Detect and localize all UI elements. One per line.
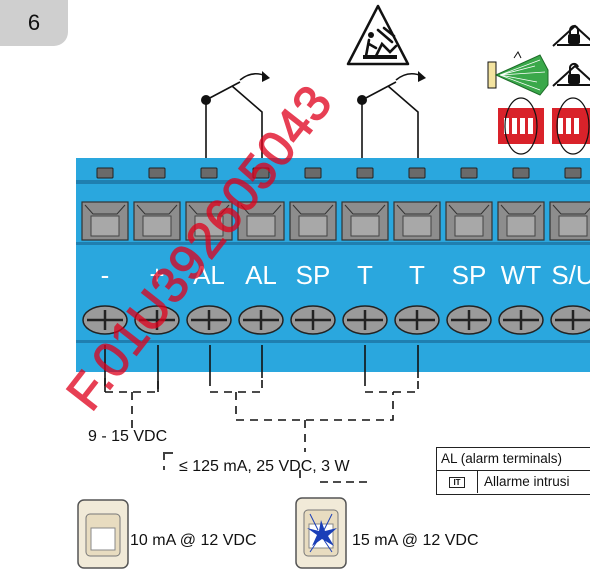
terminal-clamp (289, 201, 337, 241)
tamper-contact-icon (357, 71, 426, 158)
terminal-led (512, 167, 530, 179)
terminal-label: SP (296, 260, 331, 290)
house-unlock-icon (552, 62, 590, 87)
terminal-label: - (101, 260, 110, 290)
language-flag-icon: IT (437, 471, 478, 493)
terminal-label: T (357, 260, 373, 290)
power-supply-spec: 9 - 15 VDC (88, 428, 168, 445)
terminal-led (460, 167, 478, 179)
terminal-led (252, 167, 270, 179)
terminal-screw[interactable] (186, 305, 232, 335)
terminal-clamp (445, 201, 493, 241)
terminal-led (148, 167, 166, 179)
legend-row-2: IT Allarme intrusi (437, 471, 590, 493)
terminal-clamp (185, 201, 233, 241)
coverage-pattern-icon (487, 51, 549, 96)
terminal-screw[interactable] (498, 305, 544, 335)
terminal-label: T (409, 260, 425, 290)
terminal-screw[interactable] (290, 305, 336, 335)
terminal-label: SP (452, 260, 487, 290)
clamp-row (81, 201, 590, 241)
terminal-led (408, 167, 426, 179)
terminal-clamp (341, 201, 389, 241)
tamper-warning-icon (346, 4, 410, 66)
terminal-block (76, 158, 590, 372)
legend-row-1: AL (alarm terminals) (437, 448, 590, 471)
terminal-led (356, 167, 374, 179)
wiring-lines (104, 345, 419, 483)
terminal-clamp (549, 201, 590, 241)
language-code: IT (449, 476, 465, 488)
terminal-clamp (497, 201, 545, 241)
relay-contact-icon (201, 71, 270, 158)
terminal-clamp (393, 201, 441, 241)
terminal-screw[interactable] (394, 305, 440, 335)
terminal-led (564, 167, 582, 179)
terminal-clamp (237, 201, 285, 241)
detector-led-icon (295, 497, 347, 569)
detector-icon (77, 499, 129, 569)
terminal-screw[interactable] (342, 305, 388, 335)
terminal-clamp (133, 201, 181, 241)
terminal-screw[interactable] (446, 305, 492, 335)
detector-1-current: 10 mA @ 12 VDC (130, 532, 257, 549)
terminal-label: AL (193, 260, 225, 290)
screw-row (82, 305, 590, 335)
terminal-screw[interactable] (82, 305, 128, 335)
legend-table: AL (alarm terminals) IT Allarme intrusi (436, 447, 590, 495)
terminal-label: AL (245, 260, 277, 290)
terminal-screw[interactable] (550, 305, 590, 335)
alarm-output-spec: ≤ 125 mA, 25 VDC, 3 W (179, 458, 350, 475)
terminal-led (304, 167, 322, 179)
house-lock-icon (552, 24, 590, 47)
dip-switch-icon (498, 97, 590, 155)
terminal-label: WT (501, 260, 542, 290)
step-number-badge: 6 (0, 0, 68, 46)
terminal-label: S/U (551, 260, 590, 290)
terminal-screw[interactable] (134, 305, 180, 335)
terminal-clamp (81, 201, 129, 241)
legend-row-2-text: Allarme intrusi (484, 474, 570, 489)
terminal-led (96, 167, 114, 179)
terminal-led (200, 167, 218, 179)
terminal-screw[interactable] (238, 305, 284, 335)
terminal-label: + (149, 260, 164, 290)
led-row (96, 167, 582, 179)
terminal-label-row: - + AL AL SP T T SP WT S/U (101, 260, 590, 290)
detector-2-current: 15 mA @ 12 VDC (352, 532, 479, 549)
